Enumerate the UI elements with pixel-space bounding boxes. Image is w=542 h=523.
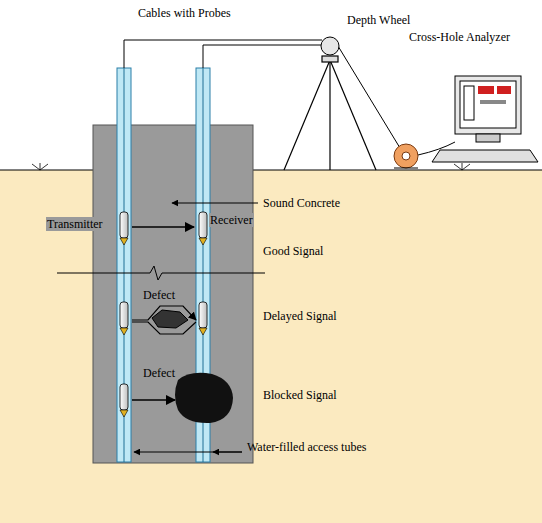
part-label: Cross-Hole Analyzer: [408, 30, 511, 44]
probe-tip: [120, 328, 128, 335]
probe-label: Transmitter: [46, 217, 104, 231]
probe: [199, 212, 207, 238]
cable-reel: [394, 144, 418, 168]
part-label: Sound Concrete: [262, 196, 341, 210]
blocked-signal-arrow: [132, 399, 175, 401]
large-defect: [175, 373, 233, 423]
part-label: Depth Wheel: [346, 13, 411, 27]
probe: [120, 212, 128, 238]
signal-label: Delayed Signal: [262, 309, 338, 323]
good-signal-arrow: [132, 226, 194, 228]
defect-label: Defect: [142, 288, 176, 302]
ground-line: [0, 170, 542, 171]
small-defect: [152, 310, 188, 328]
cable: [338, 46, 400, 148]
signal-label: Blocked Signal: [262, 388, 338, 402]
depth-wheel: [321, 37, 339, 55]
delayed-signal-path: [132, 322, 196, 334]
probe: [120, 384, 128, 410]
leader-line: [134, 452, 242, 453]
cable: [124, 40, 322, 68]
tripod: [284, 56, 376, 170]
probe: [120, 302, 128, 328]
section-break-line: [57, 266, 265, 280]
probe-tip: [199, 238, 207, 245]
leader-line: [172, 203, 258, 204]
probe-tip: [199, 328, 207, 335]
soil: [0, 170, 542, 523]
access-tube: [117, 68, 131, 462]
cross-hole-analyzer: [432, 76, 538, 162]
cable: [203, 45, 321, 68]
tube-label: Water-filled access tubes: [246, 440, 367, 454]
probe-label: Receiver: [209, 213, 254, 227]
probe-tip: [120, 410, 128, 417]
defect-label: Defect: [142, 366, 176, 380]
signal-label: Good Signal: [262, 244, 324, 258]
probe: [199, 302, 207, 328]
delayed-signal-path: [132, 306, 196, 320]
reel-base: [394, 168, 418, 169]
leader-line: [213, 452, 242, 453]
probe-tip: [120, 238, 128, 245]
cable-reel-hub: [402, 152, 410, 160]
cable-label: Cables with Probes: [137, 6, 232, 20]
